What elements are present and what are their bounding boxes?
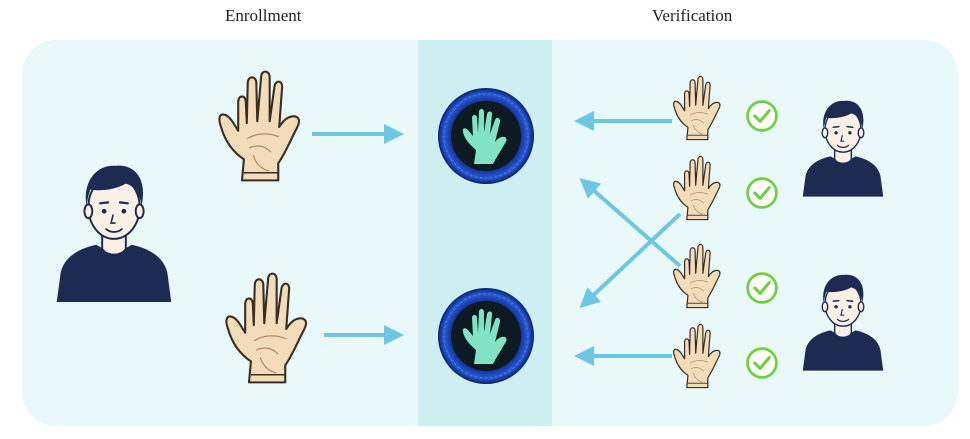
verification-arrow-icon — [579, 212, 682, 309]
palm-scanner-icon — [437, 287, 535, 385]
verification-arrow-icon — [579, 178, 682, 268]
enrollment-heading: Enrollment — [225, 6, 302, 25]
verification-heading: Verification — [652, 6, 733, 25]
palm-scanner-icon — [437, 87, 535, 185]
check-circle-icon — [746, 347, 778, 379]
check-circle-icon — [746, 100, 778, 132]
check-circle-icon — [746, 272, 778, 304]
check-circle-icon — [746, 177, 778, 209]
